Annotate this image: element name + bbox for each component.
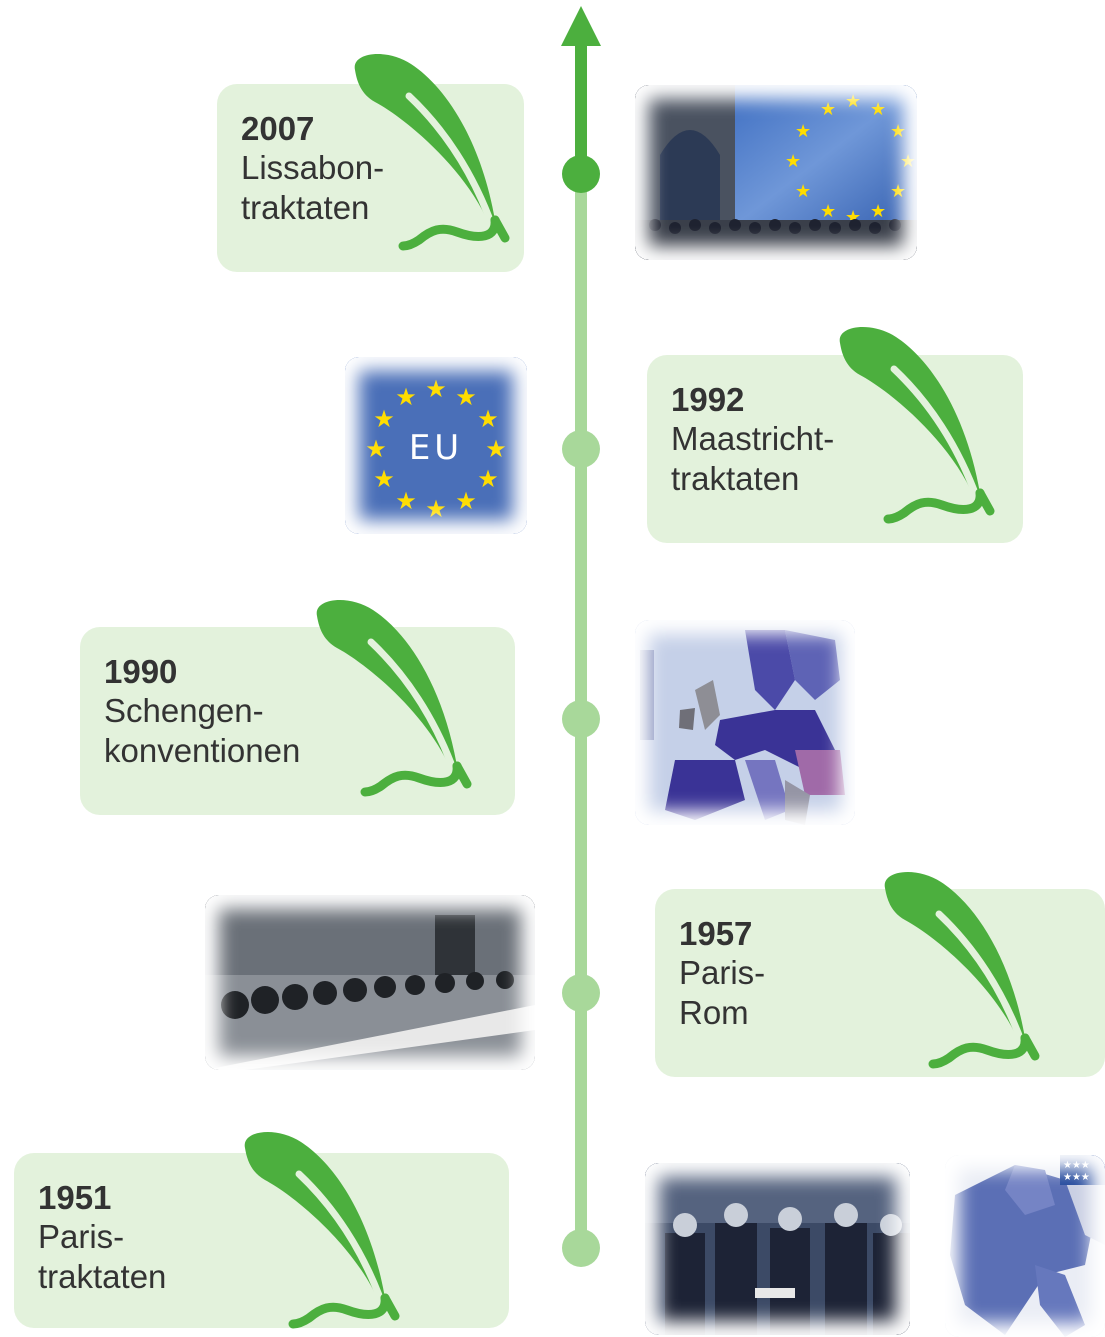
- event-name-line2: traktaten: [38, 1258, 167, 1295]
- event-name-line1: Paris-: [38, 1218, 125, 1255]
- schengen-map: [635, 620, 855, 825]
- arrow-up-icon: [561, 6, 601, 46]
- timeline-node-1990: [562, 700, 600, 738]
- timeline-node-1957: [562, 974, 600, 1012]
- svg-text:★: ★: [395, 383, 417, 411]
- event-name-line2: traktaten: [671, 460, 800, 497]
- event-card-2007: 2007 Lissabon- traktaten: [217, 84, 524, 272]
- svg-text:★★★: ★★★: [1063, 1172, 1090, 1183]
- paris-treaty-photo: [645, 1163, 910, 1335]
- svg-text:★: ★: [890, 121, 906, 142]
- svg-text:★: ★: [455, 487, 477, 515]
- event-year: 1992: [671, 381, 745, 418]
- event-name-line1: Lissabon-: [241, 149, 385, 186]
- event-name-line1: Paris-: [679, 954, 766, 991]
- svg-text:★: ★: [373, 465, 395, 493]
- svg-text:★: ★: [820, 201, 836, 222]
- svg-text:★: ★: [455, 383, 477, 411]
- event-year: 1990: [104, 653, 178, 690]
- svg-text:★: ★: [477, 405, 499, 433]
- ecsc-members-map: ★★★★★★: [945, 1155, 1105, 1337]
- svg-text:★: ★: [900, 151, 916, 172]
- event-name-line1: Schengen-: [104, 692, 264, 729]
- timeline-node-1951: [562, 1229, 600, 1267]
- event-year: 1957: [679, 915, 753, 952]
- event-name-line2: Rom: [679, 994, 749, 1031]
- event-card-1951: 1951 Paris- traktaten: [14, 1153, 509, 1328]
- svg-text:★: ★: [425, 375, 447, 403]
- event-year: 2007: [241, 110, 315, 147]
- svg-text:★: ★: [795, 121, 811, 142]
- svg-text:★: ★: [845, 91, 861, 112]
- svg-text:★: ★: [845, 207, 861, 228]
- svg-text:★: ★: [477, 465, 499, 493]
- svg-text:★: ★: [795, 181, 811, 202]
- svg-text:★: ★: [870, 99, 886, 120]
- svg-text:★: ★: [890, 181, 906, 202]
- svg-text:★: ★: [485, 435, 507, 463]
- svg-text:★: ★: [820, 99, 836, 120]
- svg-text:★: ★: [395, 487, 417, 515]
- eu-flag-logo: ★ ★ ★ ★ ★ ★ ★ ★ ★ ★ ★ ★ EU: [345, 357, 527, 534]
- eu-logo-text: EU: [409, 428, 463, 468]
- timeline-node-1992: [562, 430, 600, 468]
- rome-treaty-photo: [205, 895, 535, 1070]
- quill-icon: [235, 1130, 405, 1330]
- svg-text:★: ★: [373, 405, 395, 433]
- event-name-line1: Maastricht-: [671, 420, 835, 457]
- event-year: 1951: [38, 1179, 112, 1216]
- timeline-axis-upper: [575, 40, 587, 180]
- svg-text:★: ★: [870, 201, 886, 222]
- quill-icon: [345, 52, 515, 252]
- quill-icon: [830, 325, 1000, 525]
- quill-icon: [875, 870, 1045, 1070]
- svg-text:★: ★: [365, 435, 387, 463]
- timeline-node-2007: [562, 155, 600, 193]
- svg-text:★★★: ★★★: [1063, 1160, 1090, 1171]
- svg-text:★: ★: [425, 495, 447, 523]
- quill-icon: [307, 598, 477, 798]
- event-name-line2: traktaten: [241, 189, 370, 226]
- lisbon-signing-photo: ★★★ ★★ ★★ ★★ ★★★: [635, 85, 917, 260]
- event-name-line2: konventionen: [104, 732, 301, 769]
- svg-text:★: ★: [785, 151, 801, 172]
